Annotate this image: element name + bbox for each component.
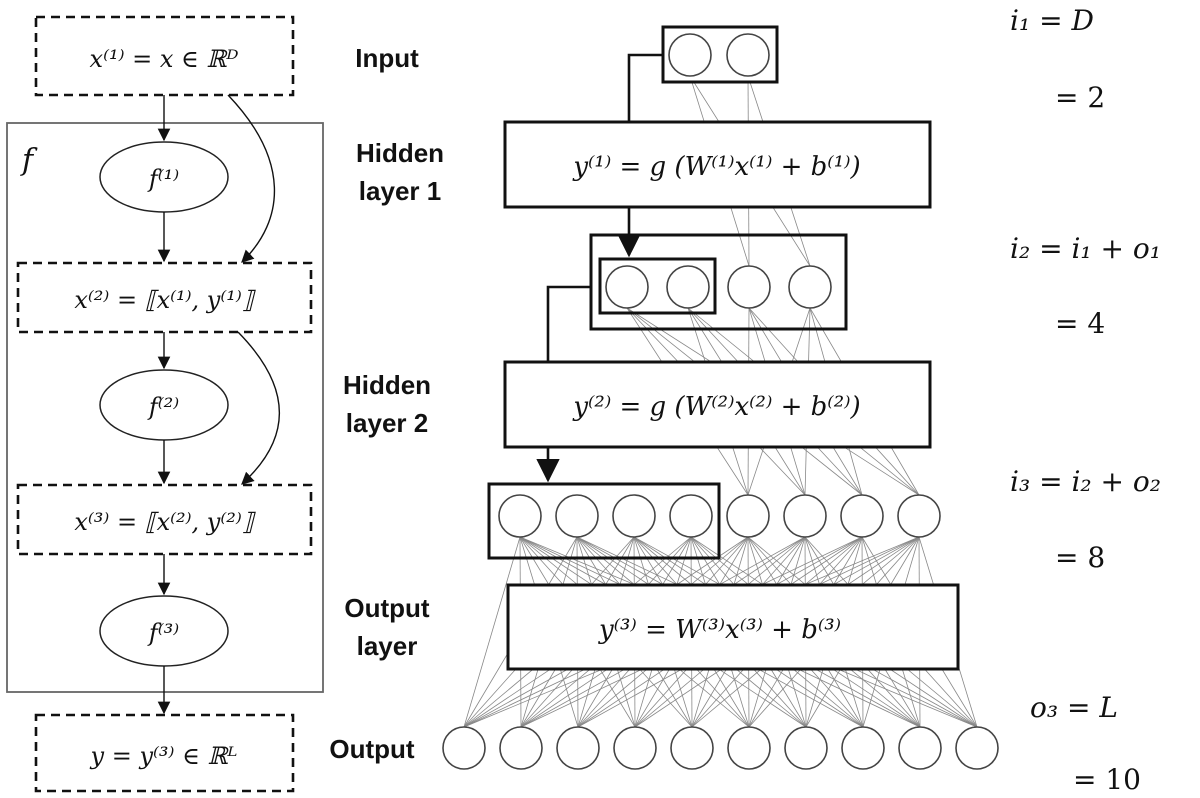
layer-labels: Input Hidden layer 1 Hidden layer 2 Outp… <box>329 43 444 764</box>
computation-graph: f x⁽¹⁾ = x ∈ ℝᴰ f⁽¹⁾ x⁽²⁾ = ⟦x⁽¹⁾, y⁽¹⁾⟧… <box>6 15 324 793</box>
hidden2-equation: y⁽²⁾ = g (W⁽²⁾x⁽²⁾ + b⁽²⁾) <box>572 392 860 422</box>
output-node <box>613 726 657 770</box>
output-vector-text: y = y⁽³⁾ ∈ ℝᴸ <box>90 742 238 770</box>
x3-concat-box <box>16 483 313 556</box>
label-output: Output <box>329 734 415 764</box>
dim-note-3-line2: = 8 <box>1055 541 1105 574</box>
skip-arrow-1 <box>227 94 276 263</box>
dim-note-1-line1: i₁ = D <box>1010 4 1094 37</box>
label-output-layer-line2: layer <box>357 631 418 661</box>
label-input: Input <box>355 43 419 73</box>
hidden1-input-node <box>605 265 649 309</box>
skip-arrow-2 <box>237 331 280 485</box>
input-node <box>668 33 712 77</box>
output-node <box>442 726 486 770</box>
output-node <box>898 726 942 770</box>
label-hidden2-line1: Hidden <box>343 370 431 400</box>
hidden1-input-node <box>788 265 832 309</box>
dim-note-4-line2: = 10 <box>1073 763 1141 796</box>
label-hidden1-line2: layer 1 <box>359 176 441 206</box>
output-vector-box <box>34 713 295 793</box>
f1-label: f⁽¹⁾ <box>147 165 179 193</box>
dim-note-2-line1: i₂ = i₁ + o₁ <box>1010 232 1161 265</box>
f2-label: f⁽²⁾ <box>147 393 179 421</box>
dim-note-4-line1: o₃ = L <box>1030 691 1118 724</box>
hidden2-input-node <box>555 494 599 538</box>
x2-layer-box <box>589 233 848 331</box>
hidden2-input-node <box>612 494 656 538</box>
hidden2-input-node <box>897 494 941 538</box>
input-vector-box <box>34 15 295 97</box>
dim-note-2-line2: = 4 <box>1055 307 1105 340</box>
dim-note-3-line1: i₃ = i₂ + o₂ <box>1010 465 1161 498</box>
hidden2-input-node <box>726 494 770 538</box>
edge-hidden2-to-output <box>463 536 521 728</box>
network-nodes <box>442 33 999 770</box>
dim-note-1-line2: = 2 <box>1055 81 1105 114</box>
label-output-layer-line1: Output <box>344 593 430 623</box>
hidden1-box <box>503 120 932 209</box>
output-layer-box <box>506 583 960 671</box>
hidden2-box <box>503 360 932 449</box>
output-node <box>784 726 828 770</box>
hidden1-input-node <box>727 265 771 309</box>
hidden1-equation: y⁽¹⁾ = g (W⁽¹⁾x⁽¹⁾ + b⁽¹⁾) <box>572 152 860 182</box>
x2-to-h2-connector <box>546 285 591 362</box>
output-node <box>670 726 714 770</box>
function-label: f <box>20 143 38 178</box>
input-vector-text: x⁽¹⁾ = x ∈ ℝᴰ <box>90 45 239 73</box>
label-hidden1-line1: Hidden <box>356 138 444 168</box>
output-node <box>727 726 771 770</box>
x2-carried-box <box>598 257 717 315</box>
hidden2-input-node <box>498 494 542 538</box>
dimension-notes: i₁ = D = 2 i₂ = i₁ + o₁ = 4 i₃ = i₂ + o₂… <box>1010 4 1161 796</box>
label-hidden2-line2: layer 2 <box>346 408 428 438</box>
input-node <box>726 33 770 77</box>
hidden2-input-node <box>840 494 884 538</box>
function-frame <box>6 122 324 693</box>
network-boxes: y⁽¹⁾ = g (W⁽¹⁾x⁽¹⁾ + b⁽¹⁾) y⁽²⁾ = g (W⁽²… <box>487 25 960 671</box>
x3-carried-box <box>487 482 721 560</box>
x3-concat-text: x⁽³⁾ = ⟦x⁽²⁾, y⁽²⁾⟧ <box>74 508 256 536</box>
output-node <box>499 726 543 770</box>
output-node <box>955 726 999 770</box>
f3-label: f⁽³⁾ <box>147 619 179 647</box>
output-node <box>841 726 885 770</box>
x2-concat-box <box>16 261 313 334</box>
hidden2-input-node <box>783 494 827 538</box>
hidden1-input-node <box>666 265 710 309</box>
output-node <box>556 726 600 770</box>
output-layer-equation: y⁽³⁾ = W⁽³⁾x⁽³⁾ + b⁽³⁾ <box>598 615 841 645</box>
input-to-h1-connector <box>627 53 663 122</box>
x2-concat-text: x⁽²⁾ = ⟦x⁽¹⁾, y⁽¹⁾⟧ <box>74 286 256 314</box>
hidden2-input-node <box>669 494 713 538</box>
